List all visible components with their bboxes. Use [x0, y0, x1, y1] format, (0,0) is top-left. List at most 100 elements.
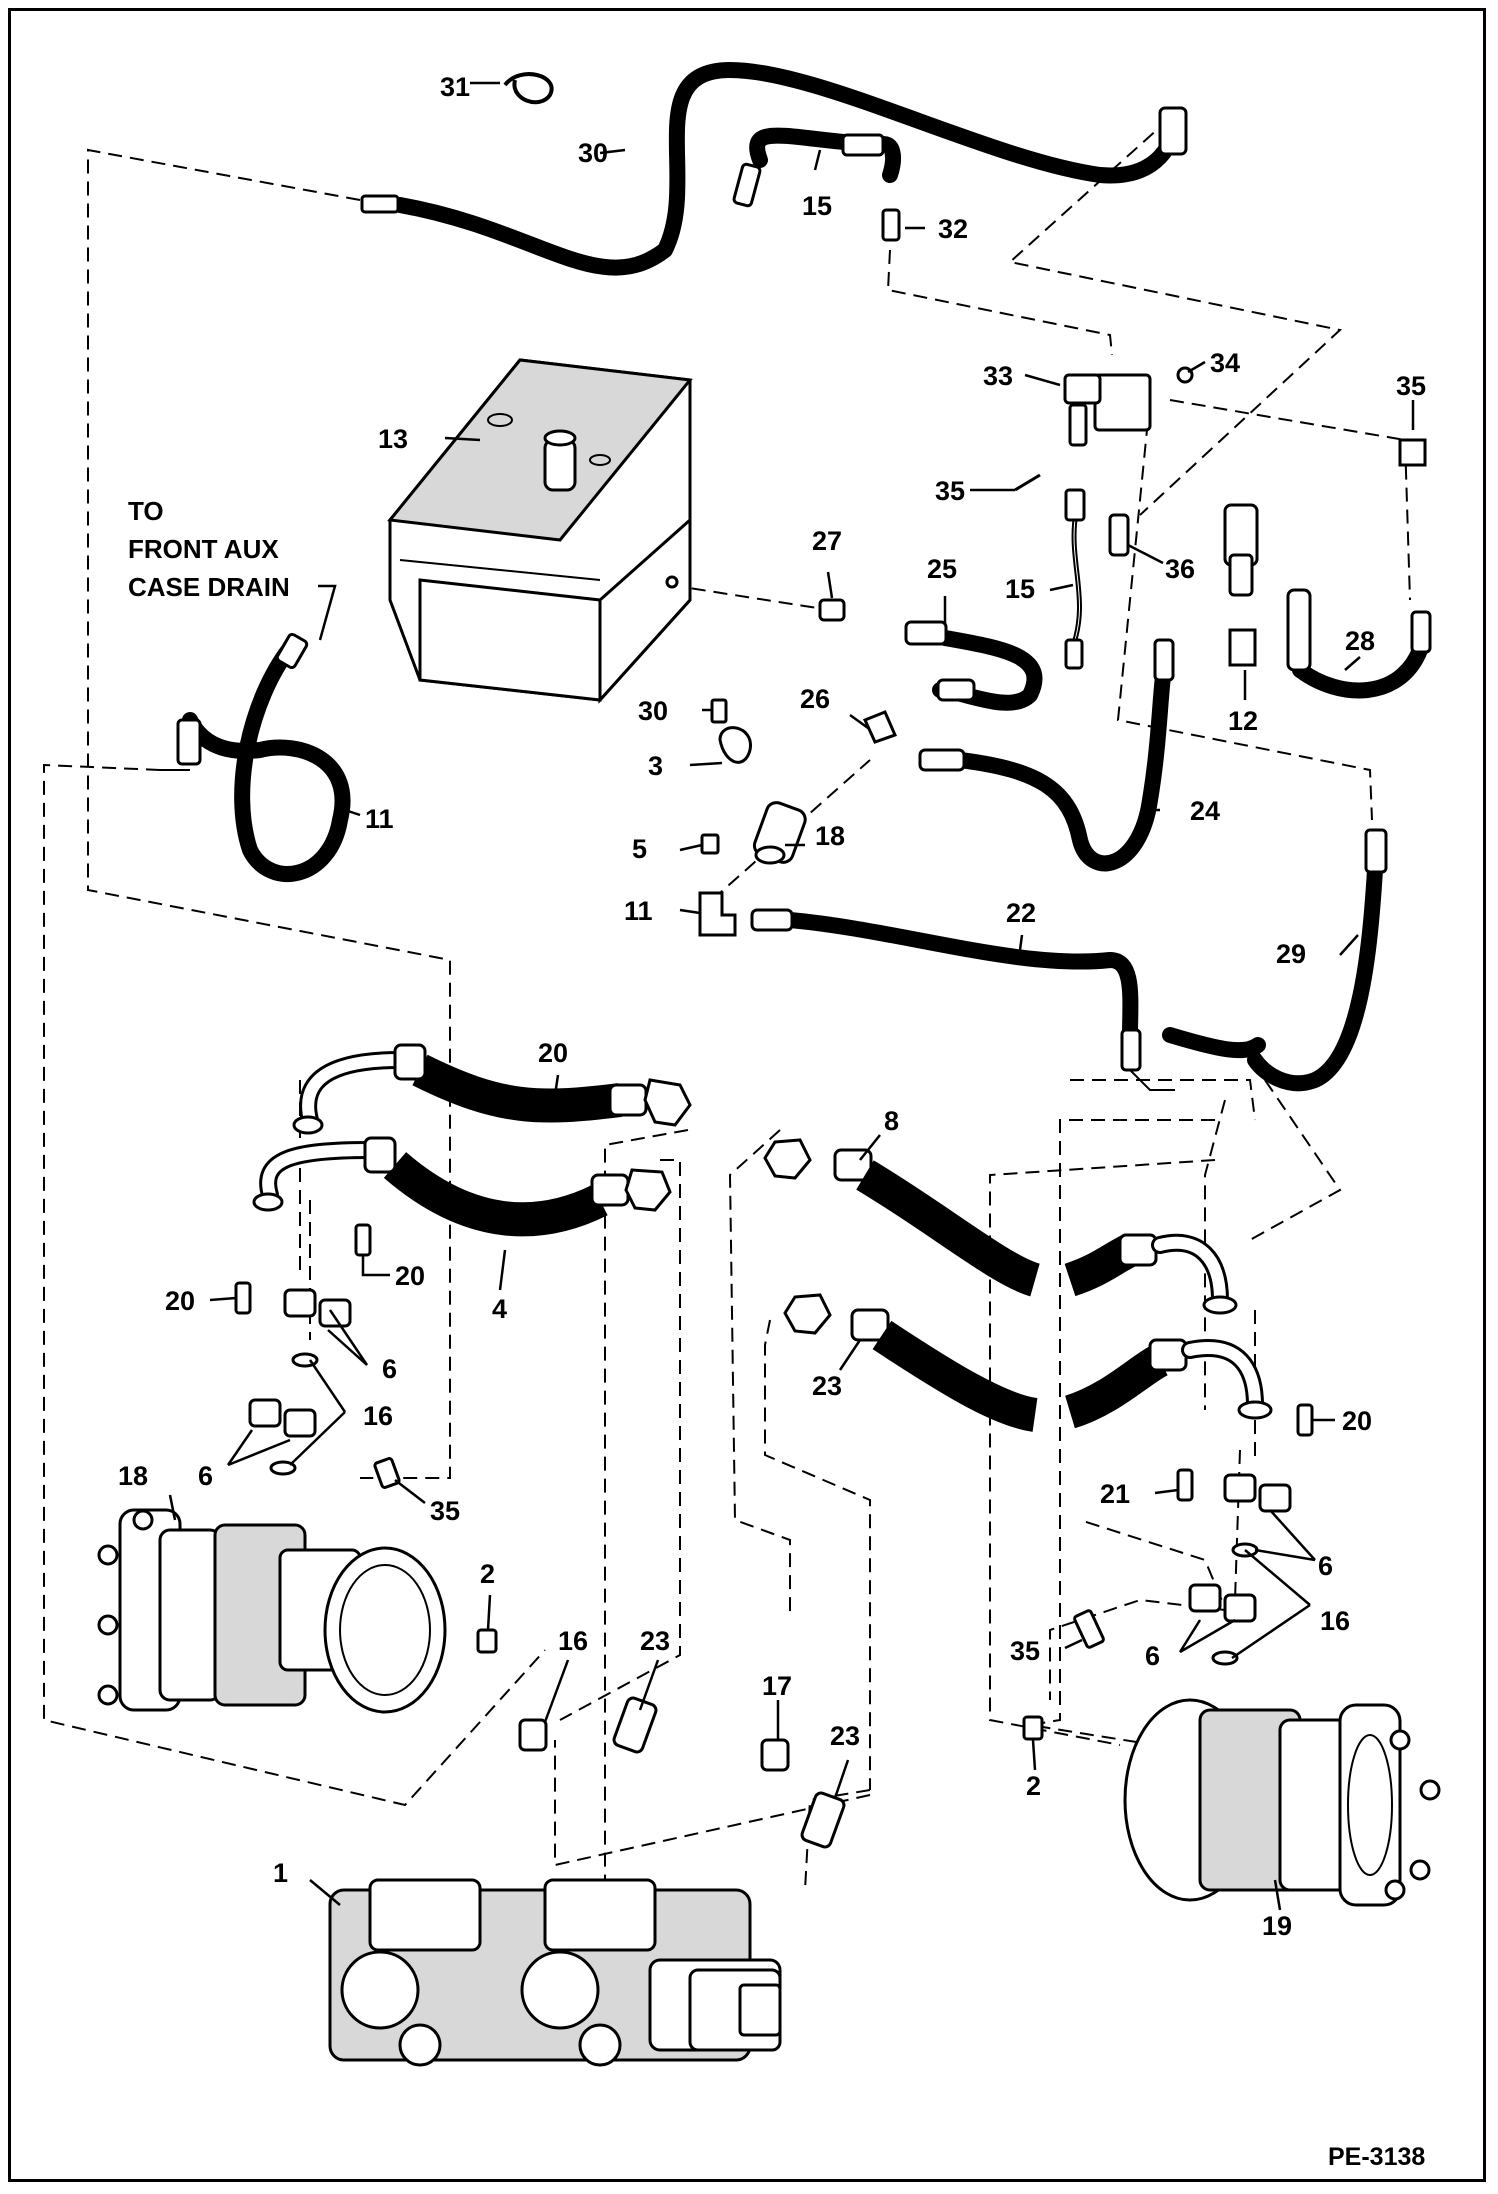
routing-dashed-lines: [43, 117, 1411, 1996]
screw-34: [1014, 473, 1041, 492]
fitting-26: [862, 710, 898, 744]
hose-19: [292, 1043, 692, 1135]
callout-8: 30: [578, 138, 608, 168]
callout-9: 31: [440, 72, 470, 102]
flange-6-d: [1188, 1583, 1257, 1623]
callout-35-left: 35: [430, 1496, 460, 1526]
hose-7: [763, 1138, 1238, 1315]
flange-6-b: [248, 1398, 317, 1438]
bolt-20-c: [1296, 1403, 1314, 1437]
callout-16-right: 17: [762, 1671, 792, 1701]
valve-32: [1063, 373, 1152, 447]
callout-6-d: 6: [1145, 1641, 1160, 1671]
callout-16-left: 16: [558, 1626, 588, 1656]
leader-lines: [168, 81, 1415, 1911]
fitting-2-left: [476, 1628, 498, 1654]
bolt-20-a: [354, 1223, 372, 1257]
drawing-id: PE-3138: [1328, 2143, 1425, 2171]
callout-19: 20: [538, 1038, 568, 1068]
bolt-20-d: [1176, 1468, 1194, 1502]
flange-6-a: [283, 1288, 352, 1328]
elbow-11-left: [698, 891, 737, 937]
callout-1: 1: [273, 1858, 288, 1888]
callout-27: 27: [812, 526, 842, 556]
oring-15: [269, 1352, 1259, 1666]
callout-11-left: 11: [624, 896, 653, 926]
callout-28: 28: [1345, 626, 1375, 656]
hose-10: [160, 632, 351, 882]
callout-29: 29: [1276, 939, 1306, 969]
callout-20-a: 20: [395, 1261, 425, 1291]
callout-35-right: 35: [1010, 1636, 1040, 1666]
fitting-23-left: [612, 1696, 658, 1754]
callout-20-b: 20: [165, 1286, 195, 1316]
callout-6-c: 6: [1318, 1551, 1333, 1581]
plug-5: [700, 833, 720, 855]
hydraulic-tank-12: [387, 358, 693, 704]
bolt-30: [710, 698, 728, 724]
hose-14: [732, 127, 901, 208]
callout-6-b: 6: [198, 1461, 213, 1491]
callout-31: 32: [938, 214, 968, 244]
hose-8: [360, 62, 1188, 276]
fitting-27: [818, 598, 846, 622]
pressure-switch: [1223, 503, 1259, 597]
callout-7: 8: [884, 1106, 899, 1136]
fitting-35-right: [1073, 1609, 1105, 1649]
callout-4: 4: [492, 1294, 507, 1324]
callout-15-a: 16: [363, 1401, 393, 1431]
clamp-3: [718, 726, 752, 764]
callout-18-left: 18: [118, 1461, 148, 1491]
fitting-31: [881, 208, 901, 242]
callout-15-b: 16: [1320, 1606, 1350, 1636]
note-front-aux-case-drain: TO FRONT AUX CASE DRAIN: [128, 496, 337, 641]
clamp-9: [503, 72, 554, 105]
elbow-11-right: [1228, 628, 1257, 667]
callout-5: 5: [632, 834, 647, 864]
note-line-3: CASE DRAIN: [128, 572, 290, 602]
callout-21: 22: [1006, 898, 1036, 928]
drive-motor-18-right: [1123, 1698, 1441, 1907]
fitting-36: [1108, 513, 1130, 557]
drive-motor-18-left: [97, 1508, 447, 1714]
hose-21: [750, 908, 1175, 1091]
diagram-border: [8, 8, 1486, 2182]
callout-36: 36: [1165, 554, 1195, 584]
callout-6-a: 6: [382, 1354, 397, 1384]
hose-25: [904, 620, 1043, 711]
hose-13: [1064, 488, 1086, 670]
bolt-20-b: [234, 1281, 252, 1315]
callout-11-right: 12: [1228, 706, 1258, 736]
callout-22: 23: [812, 1371, 842, 1401]
note-line-2: FRONT AUX: [128, 534, 279, 564]
filter-17: [752, 801, 807, 865]
callout-26: 26: [800, 684, 830, 714]
callout-35-top: 35: [1396, 371, 1426, 401]
callout-32: 33: [983, 361, 1013, 391]
callout-3: 3: [648, 751, 663, 781]
callout-18-right: 19: [1262, 1911, 1292, 1941]
callout-30: 30: [638, 696, 668, 726]
callout-23-right: 23: [830, 1721, 860, 1751]
fitting-16-right: [760, 1738, 790, 1772]
fitting-2-right: [1022, 1715, 1044, 1741]
callout-20-d: 21: [1100, 1479, 1130, 1509]
hose-29: [1162, 828, 1388, 1092]
callout-25: 25: [927, 554, 957, 584]
hydrostatic-pump-1: [328, 1878, 782, 2067]
callout-23-left: 23: [640, 1626, 670, 1656]
callout-24: 24: [1190, 796, 1220, 826]
callout-13: 15: [1005, 574, 1035, 604]
hose-28: [1286, 588, 1432, 699]
callout-12: 13: [378, 424, 408, 454]
callout-17: 18: [815, 821, 845, 851]
callout-2-right: 2: [1026, 1771, 1041, 1801]
fitting-23-right: [800, 1791, 846, 1849]
hose-24: [918, 638, 1175, 872]
hose-22: [783, 1293, 1273, 1432]
fitting-35-left: [373, 1457, 401, 1489]
callout-33: 34: [1210, 348, 1240, 378]
callout-labels: 31 30 15 32 33 34 35 13 35 36 15 27 25 2…: [118, 72, 1426, 1941]
note-line-1: TO: [128, 496, 164, 526]
